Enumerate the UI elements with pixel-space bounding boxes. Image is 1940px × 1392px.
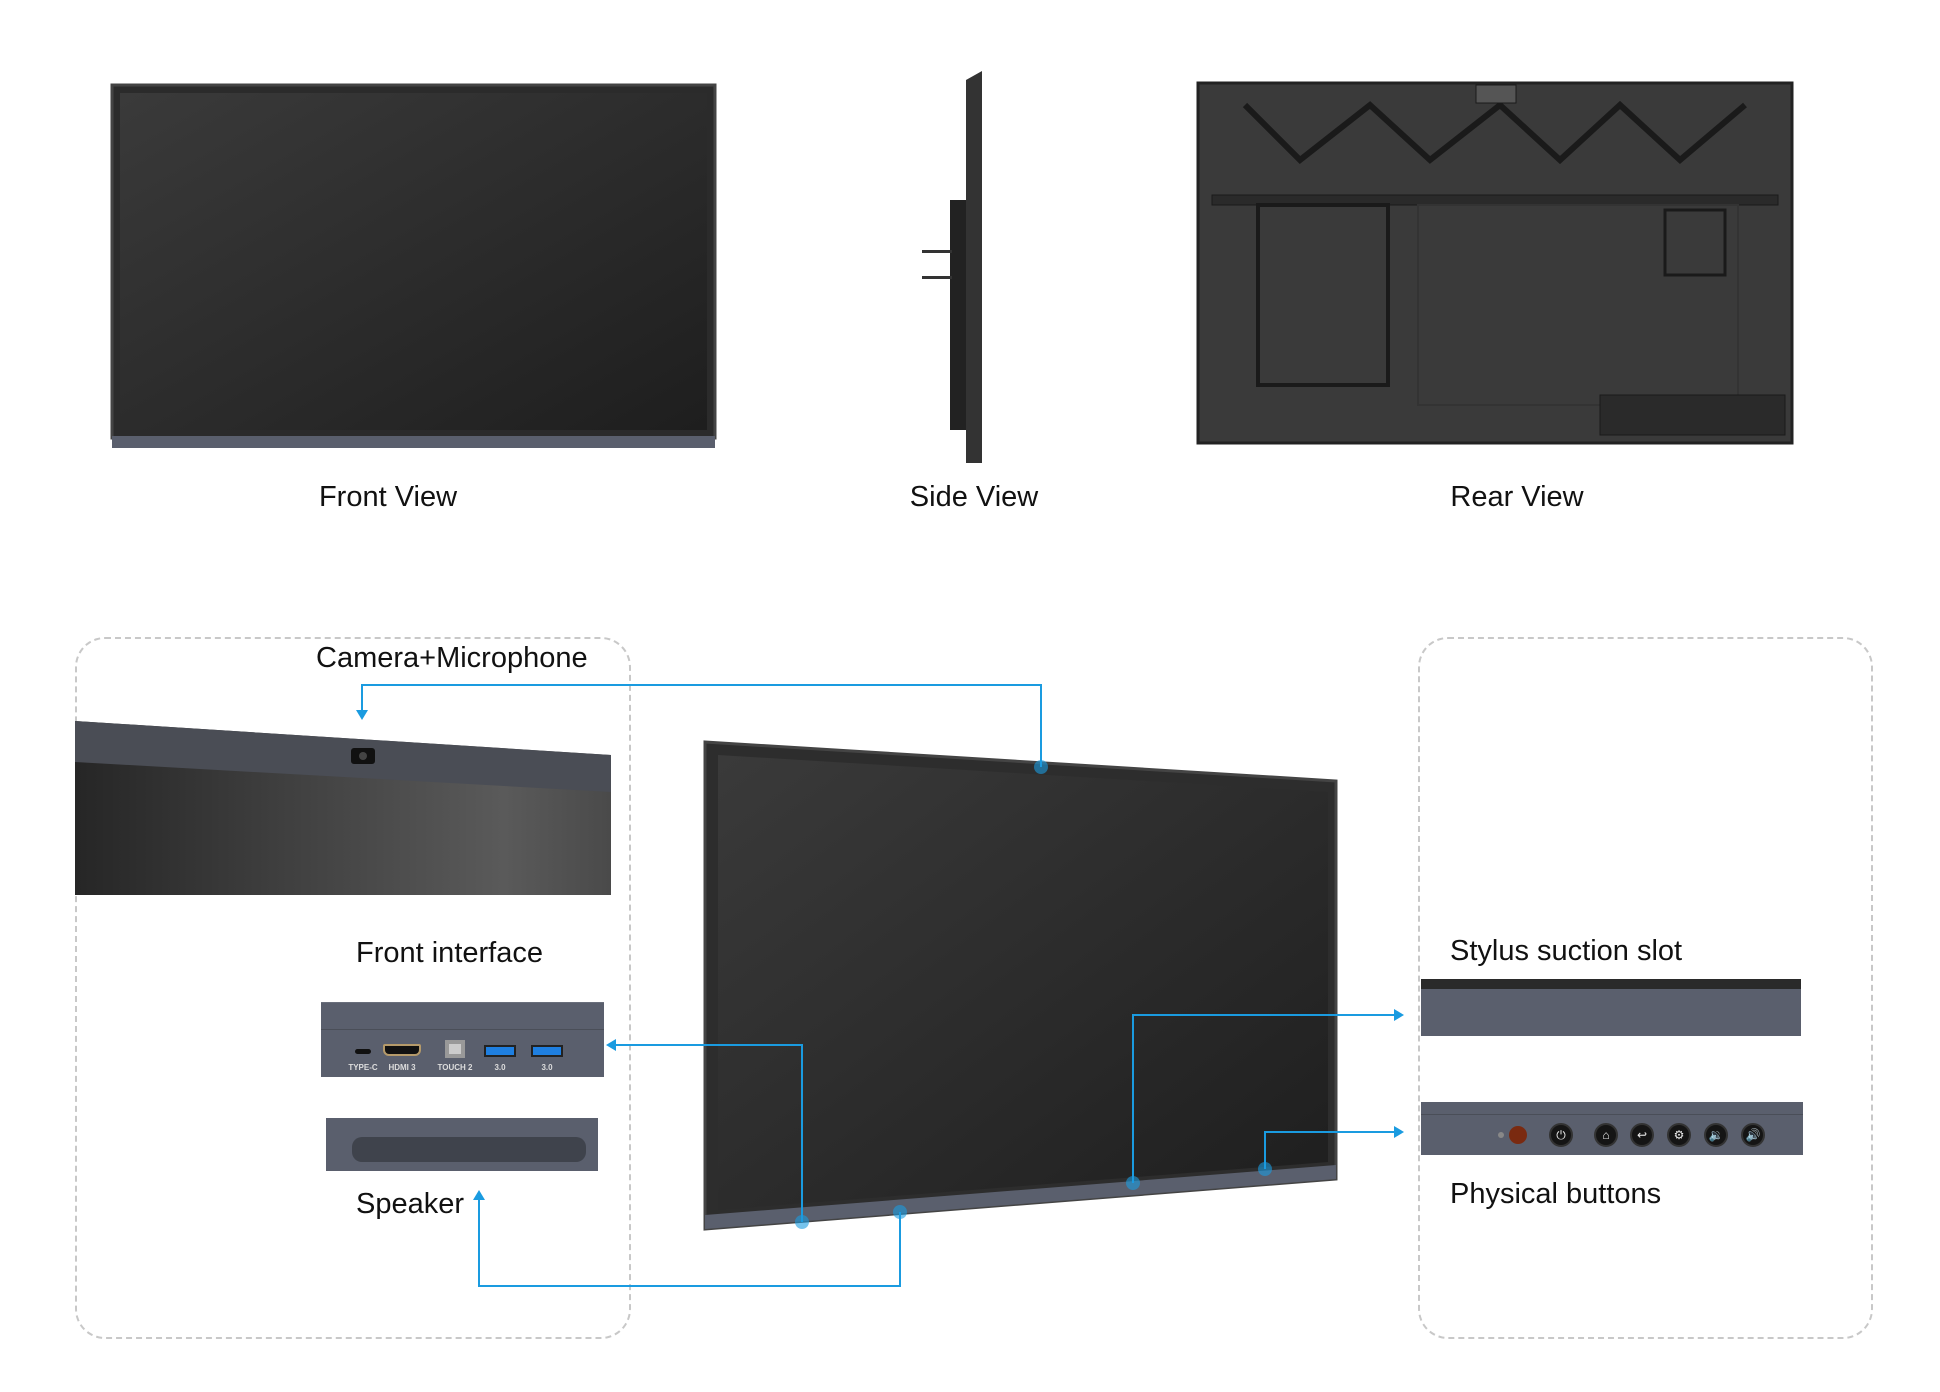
usb-c-port-icon (355, 1049, 371, 1054)
light-sensor-icon (1509, 1126, 1527, 1144)
rear-view-display (1196, 81, 1794, 445)
leader-lines (361, 684, 1396, 1287)
hotspots (795, 760, 1272, 1229)
stylus-leader (1132, 1014, 1396, 1183)
home-button[interactable]: ⌂ (1594, 1123, 1618, 1147)
stylus-label: Stylus suction slot (1450, 935, 1683, 967)
ir-sensor-icon (1498, 1132, 1504, 1138)
camera-leader (361, 684, 1042, 767)
front-interface-label: Front interface (356, 937, 543, 969)
speaker-closeup (326, 1118, 598, 1171)
left-callout-panel (75, 637, 631, 1339)
right-callout-panel (1418, 637, 1873, 1339)
buttons-leader (1264, 1131, 1396, 1169)
camera-label: Camera+Microphone (316, 642, 588, 674)
physical-buttons-label: Physical buttons (1450, 1178, 1662, 1210)
stylus-slot-closeup (1421, 979, 1801, 1036)
physical-buttons-closeup: ⏻ ⌂ ↩ ⚙ 🔉 🔊 (1421, 1102, 1803, 1155)
arrowheads (356, 710, 1404, 1200)
port-label: TOUCH 2 (437, 1063, 473, 1072)
front-interface-closeup: TYPE-C HDMI 3 TOUCH 2 3.0 3.0 (321, 1002, 604, 1077)
front-view-display (110, 83, 717, 448)
speaker-leader (478, 1198, 901, 1287)
usb3-port-icon (531, 1045, 563, 1057)
settings-button[interactable]: ⚙ (1667, 1123, 1691, 1147)
volume-down-button[interactable]: 🔉 (1704, 1123, 1728, 1147)
usb-b-port-icon (445, 1040, 465, 1058)
side-view-label: Side View (909, 481, 1039, 513)
power-button[interactable]: ⏻ (1549, 1123, 1573, 1147)
camera-closeup (75, 721, 611, 895)
main-display (703, 740, 1338, 1231)
interface-leader (614, 1044, 803, 1222)
usb3-port-icon (484, 1045, 516, 1057)
front-view-label: Front View (318, 481, 458, 513)
port-label: 3.0 (541, 1063, 553, 1072)
side-view-display (922, 71, 982, 463)
port-label: 3.0 (494, 1063, 506, 1072)
back-button[interactable]: ↩ (1630, 1123, 1654, 1147)
port-label: HDMI 3 (388, 1063, 416, 1072)
hdmi-port-icon (383, 1044, 421, 1056)
port-label: TYPE-C (348, 1063, 378, 1072)
volume-up-button[interactable]: 🔊 (1741, 1123, 1765, 1147)
speaker-label: Speaker (356, 1188, 465, 1220)
rear-view-label: Rear View (1450, 481, 1584, 513)
